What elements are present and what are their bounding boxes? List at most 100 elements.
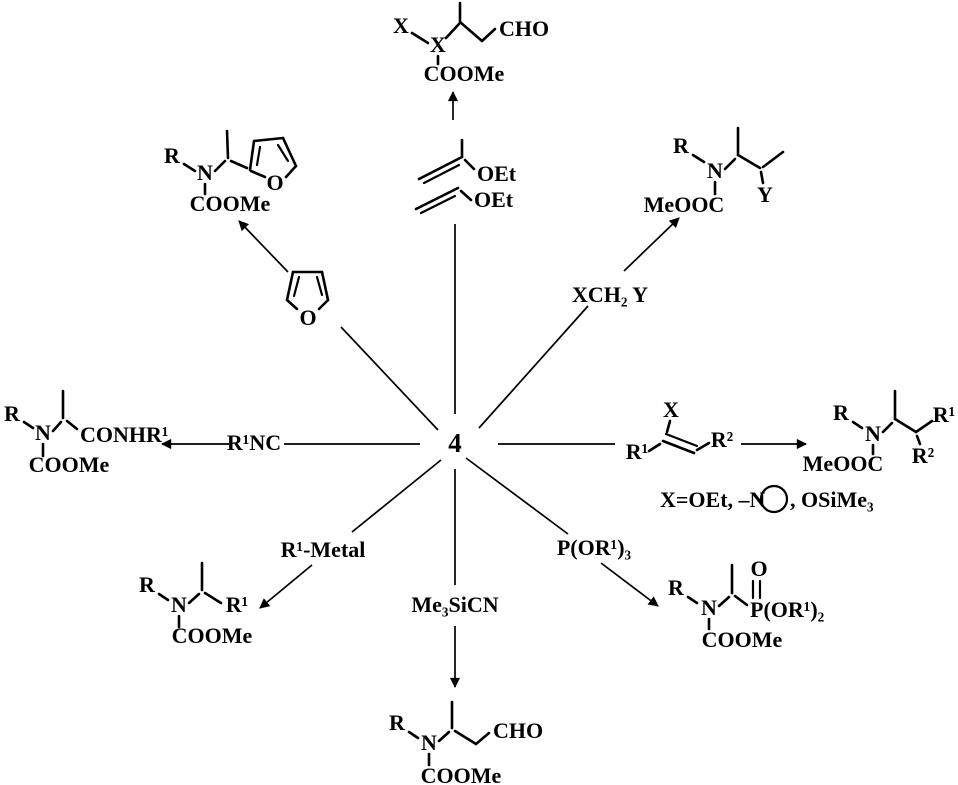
bond (229, 159, 249, 170)
bond (187, 592, 201, 605)
reagent-label-me3sicn: Me₃SiCN (411, 592, 498, 617)
arrow-south: Me₃SiCN (411, 469, 499, 689)
label-r2: R² (711, 427, 734, 452)
bond (759, 170, 765, 185)
double-bond-inner (419, 194, 457, 215)
bond (213, 159, 227, 173)
label-cho: CHO (493, 718, 543, 743)
bond (252, 136, 285, 143)
bond (437, 730, 451, 743)
bond (285, 298, 299, 311)
bond (203, 591, 223, 605)
bond (284, 164, 298, 179)
bond (317, 298, 330, 311)
label-n: N (701, 595, 717, 620)
product-bottom-right: R N P(OR¹)₂ O COOMe (668, 556, 825, 652)
product-bottom-left: R N R¹ COOMe (139, 561, 253, 648)
product-top-center: X X CHO COOMe (393, 1, 549, 86)
x-definition-text-after: , OSiMe₃ (790, 487, 874, 512)
label-r1: R¹ (626, 439, 648, 464)
bond (285, 270, 295, 302)
double-bond-inner (276, 143, 290, 163)
x-definition-text-before: X=OEt, –N (660, 487, 766, 512)
label-y: Y (757, 182, 773, 207)
bond (410, 31, 430, 45)
label-ester: COOMe (421, 763, 502, 785)
label-r: R (833, 400, 850, 425)
bond (281, 136, 298, 168)
label-n: N (197, 160, 213, 185)
arrow-shaft (478, 305, 589, 429)
double-bond-inner (255, 145, 262, 167)
bond (51, 420, 63, 433)
arrow-southeast: P(OR¹)₃ (465, 457, 659, 607)
label-x1: X (393, 13, 409, 38)
label-r: R (164, 143, 181, 168)
bond (458, 20, 484, 43)
label-furan-o: O (299, 305, 316, 330)
label-r1: R¹ (226, 592, 248, 617)
bond (320, 270, 330, 302)
bond (686, 595, 699, 605)
reagent-furan: O (285, 270, 330, 330)
bond (647, 442, 662, 453)
label-r: R (668, 575, 685, 600)
label-n: N (35, 420, 51, 445)
bond (881, 421, 894, 434)
label-r: R (4, 401, 21, 426)
label-r: R (389, 710, 406, 735)
double-bond-inner (292, 275, 301, 298)
label-r: R (139, 572, 156, 597)
bond (22, 420, 35, 430)
label-ester: MeOOC (644, 192, 725, 217)
reagent-vinyl-ether-bottom: OEt (414, 186, 514, 215)
label-ester: MeOOC (803, 451, 884, 476)
label-oet: OEt (477, 161, 517, 186)
arrow-head-segment (238, 220, 289, 273)
label-r2: R² (912, 443, 935, 468)
bond (463, 158, 476, 171)
product-top-left: R N O COOMe (164, 129, 298, 216)
reagent-label-r1-metal: R¹-Metal (281, 537, 366, 562)
x-definition-note: X=OEt, –N , OSiMe₃ (660, 484, 874, 514)
bond (665, 419, 672, 434)
label-ester: COOMe (702, 627, 783, 652)
reagent-enol-ether: R¹ X R² (626, 397, 734, 464)
bond (453, 729, 478, 746)
label-ester: COOMe (190, 191, 271, 216)
bond (182, 162, 197, 173)
bond (417, 155, 464, 181)
bond (893, 417, 918, 434)
arrow-shaft (351, 459, 442, 533)
product-top-right: R N Y MeOOC (644, 126, 785, 217)
arrow-head-segment (600, 562, 659, 607)
bond (480, 27, 497, 43)
bond (736, 153, 762, 170)
label-r: R (673, 133, 690, 158)
bond (474, 731, 491, 746)
bond (661, 439, 696, 455)
bond (695, 441, 711, 452)
bond (851, 420, 864, 430)
bond (249, 169, 267, 179)
amine-ring-symbol (759, 484, 789, 514)
reagent-label-xch2y: XCH₂ Y (572, 282, 648, 307)
label-cho: CHO (499, 16, 549, 41)
label-n: N (421, 730, 437, 755)
label-ester: COOMe (424, 61, 505, 86)
label-amide: CONHR¹ (80, 422, 168, 447)
label-r1: R¹ (933, 402, 955, 427)
arrow-shaft (340, 326, 439, 431)
label-ester: COOMe (29, 452, 110, 477)
label-n: N (171, 592, 187, 617)
label-n: N (707, 158, 723, 183)
bond (691, 153, 706, 164)
reagent-vinyl-ether-top: OEt (417, 138, 517, 186)
arrow-southwest: R¹-Metal (259, 459, 442, 609)
arrow-northeast: XCH₂ Y (478, 217, 680, 429)
bond-methyl (225, 129, 230, 160)
label-x2: X (430, 32, 446, 57)
double-bond-inner (664, 432, 699, 448)
bond (717, 595, 731, 608)
